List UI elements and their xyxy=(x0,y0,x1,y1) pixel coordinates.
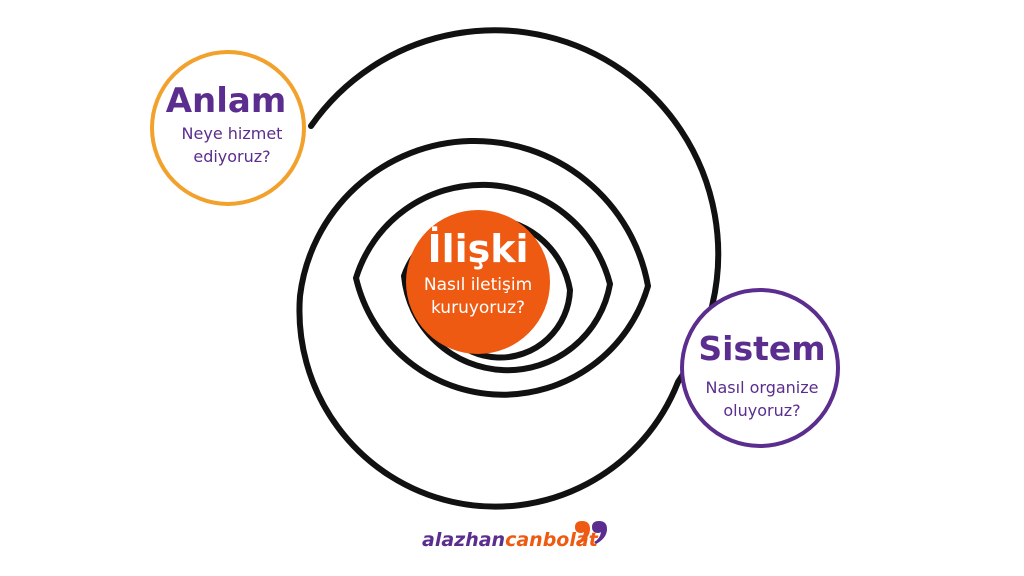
anlam-title: Anlam xyxy=(166,81,287,121)
sistem-question-line2: oluyoruz? xyxy=(723,401,800,420)
sistem-question-line1: Nasıl organize xyxy=(706,378,819,397)
anlam-node: Anlam Neye hizmet ediyoruz? xyxy=(150,50,306,206)
anlam-question-line1: Neye hizmet xyxy=(182,124,283,143)
logo-part-canbolat: canbolat xyxy=(505,529,599,551)
anlam-question-line2: ediyoruz? xyxy=(193,147,270,166)
brand-logo: alazhancanbolat xyxy=(422,521,607,551)
anlam-circle xyxy=(150,50,306,206)
logo-part-alazhan: alazhan xyxy=(422,529,505,551)
sistem-title: Sistem xyxy=(698,329,825,368)
iliski-circle xyxy=(406,210,550,354)
iliski-question-line2: kuruyoruz? xyxy=(431,298,525,318)
iliski-node: İlişki Nasıl iletişim kuruyoruz? xyxy=(406,210,550,354)
iliski-title: İlişki xyxy=(427,227,528,271)
quote-mark-icon xyxy=(575,521,607,544)
sistem-node: Sistem Nasıl organize oluyoruz? xyxy=(680,288,840,448)
iliski-question-line1: Nasıl iletişim xyxy=(424,275,532,295)
sistem-circle xyxy=(680,288,840,448)
brand-logo-text: alazhancanbolat xyxy=(422,529,599,551)
